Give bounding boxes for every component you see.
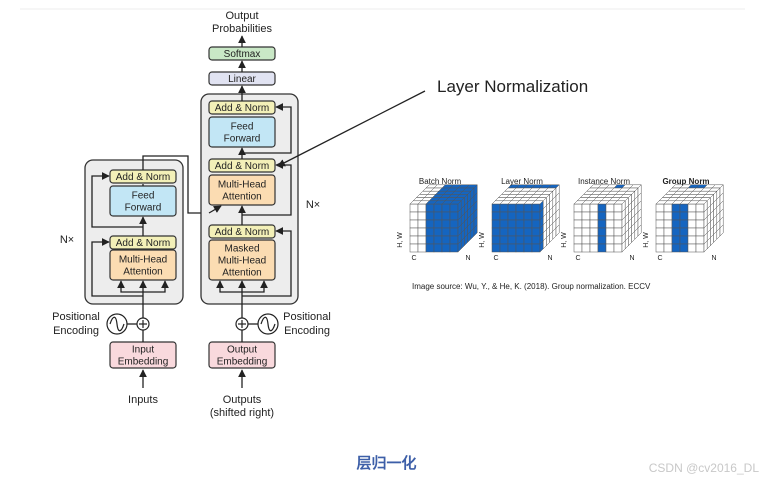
axis-hw-label: H, W [643, 232, 650, 248]
output-probabilities-label: Probabilities [212, 23, 272, 35]
linear-box-label: Linear [228, 74, 256, 85]
decoder-masked-attention-box-label: Attention [222, 268, 261, 279]
axis-c-label: C [657, 255, 662, 262]
decoder-residual-3 [242, 103, 292, 154]
encoder-add-norm-2-label: Add & Norm [116, 172, 170, 183]
encoder-qkv-left [117, 280, 143, 293]
decoder-residual-1 [242, 227, 292, 297]
outputs-label: (shifted right) [210, 407, 274, 419]
encoder-residual-2 [91, 172, 143, 228]
image-source-label: Image source: Wu, Y., & He, K. (2018). G… [412, 282, 651, 291]
decoder-add-norm-2: Add & Norm [208, 158, 276, 173]
axis-hw-label: H, W [561, 232, 568, 248]
watermark: CSDN @cv2016_DL [648, 461, 759, 475]
decoder-feed-forward-box-shape [208, 116, 276, 148]
encoder-to-decoder [142, 155, 209, 214]
norm-cube-title: Batch Norm [419, 177, 462, 186]
decoder-add-norm-1-label: Add & Norm [215, 227, 269, 238]
norm-cube-2: Instance Norm H, W C N [561, 177, 642, 262]
softmax-box-label: Softmax [224, 49, 261, 60]
norm-cube-title: Group Norm [662, 177, 709, 186]
layer-normalization-label: Layer Normalization [437, 77, 588, 96]
encoder-add-circle [136, 317, 150, 331]
decoder-qkv-right [242, 280, 268, 293]
decoder-masked-attention-box-label: Multi-Head [218, 256, 266, 267]
encoder-residual-1 [91, 238, 143, 297]
input-embedding-box-label: Input [132, 345, 154, 356]
decoder-pe-label: Encoding [284, 325, 330, 337]
output-probabilities-label: Output [225, 10, 258, 22]
decoder-add-circle [235, 317, 249, 331]
encoder-attention-box-label: Attention [123, 267, 162, 278]
inputs-label: Inputs [128, 394, 158, 406]
output-embedding-box-label: Output [227, 345, 257, 356]
decoder-attention-box-label: Attention [222, 192, 261, 203]
decoder-add-norm-3: Add & Norm [208, 100, 276, 115]
figure-caption: 层归一化 [356, 455, 417, 472]
linear-box: Linear [208, 71, 276, 86]
encoder-pe-label: Positional [52, 311, 100, 323]
encoder-feed-forward-box-label: Forward [125, 203, 162, 214]
axis-hw-label: H, W [397, 232, 404, 248]
norm-cube-1: Layer Norm H, W C N [479, 177, 560, 262]
decoder-masked-attention-box-label: Masked [224, 244, 259, 255]
decoder-nx-label: N× [306, 199, 320, 211]
input-embedding-box-label: Embedding [118, 357, 169, 368]
softmax-box: Softmax [208, 46, 276, 61]
norm-cube-3: Group Norm H, W C N [643, 177, 724, 262]
decoder-masked-attention-box-shape [208, 239, 276, 281]
axis-n-label: N [465, 255, 470, 262]
decoder-attention-box-shape [208, 174, 276, 206]
encoder-add-norm-2: Add & Norm [109, 169, 177, 184]
decoder-qkv-left [216, 280, 242, 293]
axis-n-label: N [711, 255, 716, 262]
cross-attn-in [208, 205, 222, 214]
encoder-add-norm-1-label: Add & Norm [116, 238, 170, 249]
decoder-feed-forward-box-label: Feed [231, 122, 254, 133]
decoder-pe-label: Positional [283, 311, 331, 323]
decoder-feed-forward-box-label: Forward [224, 134, 261, 145]
decoder-attention-box-label: Multi-Head [218, 180, 266, 191]
decoder-positional-icon [257, 313, 279, 335]
encoder-feed-forward-box-label: Feed [132, 191, 155, 202]
axis-c-label: C [493, 255, 498, 262]
axis-n-label: N [629, 255, 634, 262]
encoder-positional-icon [106, 313, 128, 335]
axis-n-label: N [547, 255, 552, 262]
encoder-qkv-right [143, 280, 169, 293]
outputs-label: Outputs [223, 394, 262, 406]
axis-hw-label: H, W [479, 232, 486, 248]
encoder-attention-box-label: Multi-Head [119, 255, 167, 266]
decoder-add-norm-3-label: Add & Norm [215, 103, 269, 114]
encoder-attention-box-shape [109, 249, 177, 281]
encoder-add-norm-1: Add & Norm [109, 235, 177, 250]
axis-c-label: C [575, 255, 580, 262]
norm-cube-0: Batch Norm H, W C N [397, 177, 478, 262]
norm-cube-title: Instance Norm [578, 177, 630, 186]
output-embedding-box-label: Embedding [217, 357, 268, 368]
norm-cube-title: Layer Norm [501, 177, 543, 186]
layer-normalization-arrow [277, 90, 426, 167]
encoder-pe-label: Encoding [53, 325, 99, 337]
decoder-add-norm-2-label: Add & Norm [215, 161, 269, 172]
encoder-nx-label: N× [60, 234, 74, 246]
decoder-add-norm-1: Add & Norm [208, 224, 276, 239]
axis-c-label: C [411, 255, 416, 262]
